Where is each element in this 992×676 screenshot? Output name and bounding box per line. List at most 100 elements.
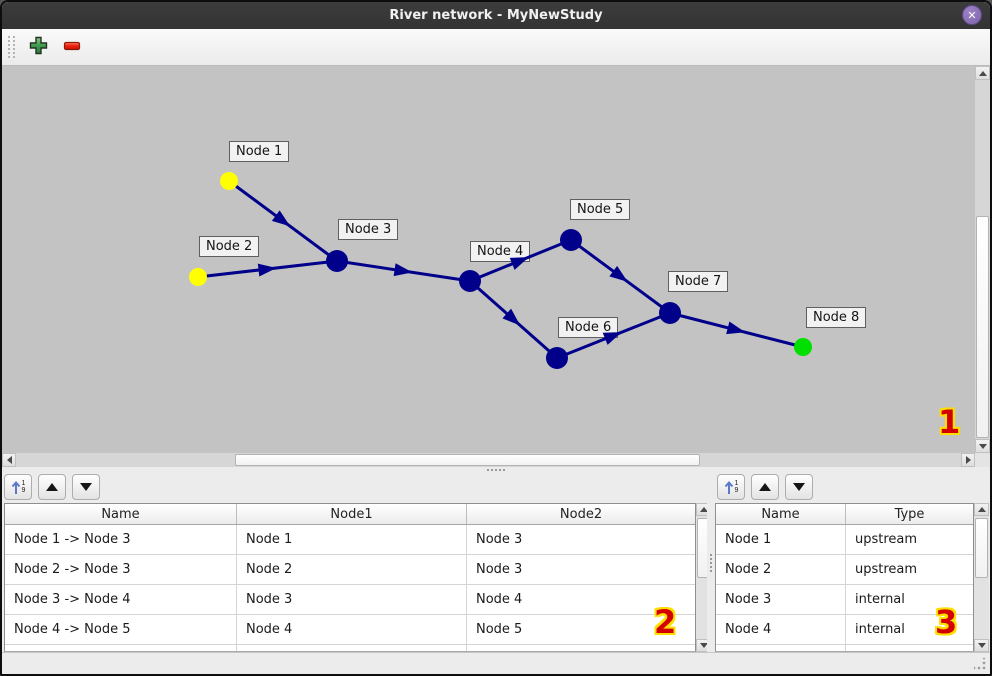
table-cell[interactable]: Node 2 xyxy=(237,555,467,584)
move-up-button[interactable] xyxy=(38,474,66,500)
column-header[interactable]: Type xyxy=(894,506,925,522)
table-cell[interactable] xyxy=(716,645,846,651)
table-row[interactable]: Node 1 upstream xyxy=(716,525,973,555)
node-label[interactable]: Node 3 xyxy=(338,219,399,240)
node-label[interactable]: Node 5 xyxy=(570,199,631,220)
scroll-right-button[interactable] xyxy=(961,453,975,467)
canvas-vertical-scrollbar[interactable] xyxy=(975,66,990,453)
table-cell[interactable] xyxy=(5,645,237,651)
table-row[interactable] xyxy=(716,645,973,651)
table-cell[interactable]: Node 1 xyxy=(237,525,467,554)
scroll-down-button[interactable] xyxy=(974,639,989,652)
table-cell[interactable]: internal xyxy=(855,622,905,637)
node-label[interactable]: Node 1 xyxy=(229,141,290,162)
nodes-table-scrollbar[interactable] xyxy=(974,503,989,652)
up-arrow-icon xyxy=(759,483,771,491)
table-cell[interactable] xyxy=(467,645,695,651)
table-cell[interactable]: Node 2 -> Node 3 xyxy=(5,555,237,584)
node-label[interactable]: Node 7 xyxy=(668,271,729,292)
arrow-up-icon xyxy=(977,507,986,512)
scroll-left-button[interactable] xyxy=(2,453,16,467)
column-header[interactable]: Name xyxy=(5,504,237,524)
splitter-handle-icon xyxy=(710,553,712,572)
horizontal-splitter[interactable] xyxy=(2,467,990,473)
scroll-up-button[interactable] xyxy=(974,503,989,516)
network-node[interactable] xyxy=(220,172,238,190)
table-cell[interactable]: Node 1 xyxy=(716,525,846,554)
node-label[interactable]: Node 8 xyxy=(806,307,867,328)
table-cell[interactable]: Node 3 xyxy=(237,585,467,614)
node-label[interactable]: Node 2 xyxy=(199,236,260,257)
table-cell[interactable]: upstream xyxy=(855,532,918,547)
remove-button[interactable] xyxy=(59,33,85,61)
scrollbar-thumb[interactable] xyxy=(235,454,700,466)
scrollbar-thumb[interactable] xyxy=(975,518,988,578)
network-node[interactable] xyxy=(659,302,681,324)
table-cell[interactable]: Node 2 xyxy=(716,555,846,584)
column-header[interactable]: Node2 xyxy=(559,506,603,522)
column-header[interactable]: Name xyxy=(716,504,846,524)
close-icon[interactable]: ✕ xyxy=(962,5,982,25)
move-up-button[interactable] xyxy=(751,474,779,500)
table-cell[interactable]: Node 3 xyxy=(716,585,846,614)
network-node[interactable] xyxy=(794,338,812,356)
table-cell[interactable]: Node 4 -> Node 5 xyxy=(5,615,237,644)
network-node[interactable] xyxy=(326,250,348,272)
table-row[interactable] xyxy=(5,645,695,651)
network-node[interactable] xyxy=(560,229,582,251)
table-row[interactable]: Node 3 internal xyxy=(716,585,973,615)
network-node[interactable] xyxy=(189,268,207,286)
table-cell[interactable] xyxy=(237,645,467,651)
table-cell[interactable]: Node 3 xyxy=(476,562,523,577)
splitter-handle-icon xyxy=(487,469,505,471)
table-cell[interactable]: upstream xyxy=(855,562,918,577)
table-header: Name Type xyxy=(716,504,973,525)
table-row[interactable]: Node 2 upstream xyxy=(716,555,973,585)
table-cell[interactable] xyxy=(846,645,973,651)
down-arrow-icon xyxy=(793,483,805,491)
table-cell[interactable]: Node 5 xyxy=(476,622,523,637)
status-bar xyxy=(2,652,990,674)
titlebar: River network - MyNewStudy ✕ xyxy=(2,2,990,29)
add-button[interactable] xyxy=(25,33,51,61)
network-canvas[interactable]: Node 1 Node 2 Node 3 Node 4 Node 5 Node 6 Node… xyxy=(2,66,975,453)
window-title: River network - MyNewStudy xyxy=(389,8,603,23)
table-cell[interactable]: Node 3 -> Node 4 xyxy=(5,585,237,614)
arrow-down-icon xyxy=(699,643,708,648)
table-cell[interactable]: internal xyxy=(855,592,905,607)
canvas-horizontal-scrollbar[interactable] xyxy=(2,453,975,467)
table-cell[interactable]: Node 3 xyxy=(476,532,523,547)
table-row[interactable]: Node 4 internal xyxy=(716,615,973,645)
node-label[interactable]: Node 4 xyxy=(470,241,531,262)
node-label[interactable]: Node 6 xyxy=(558,317,619,338)
move-down-button[interactable] xyxy=(785,474,813,500)
network-node[interactable] xyxy=(546,347,568,369)
table-cell[interactable]: Node 4 xyxy=(237,615,467,644)
scrollbar-thumb[interactable] xyxy=(976,216,989,438)
toolbar-drag-handle[interactable] xyxy=(8,36,15,58)
arrow-down-icon xyxy=(978,443,987,449)
scroll-down-button[interactable] xyxy=(975,439,990,453)
table-cell[interactable]: Node 4 xyxy=(476,592,523,607)
arrow-down-icon xyxy=(977,643,986,648)
scroll-up-button[interactable] xyxy=(975,66,990,80)
vertical-splitter[interactable] xyxy=(707,473,715,652)
table-cell[interactable]: Node 1 -> Node 3 xyxy=(5,525,237,554)
network-node[interactable] xyxy=(459,270,481,292)
column-header[interactable]: Node1 xyxy=(237,504,467,524)
move-down-button[interactable] xyxy=(72,474,100,500)
table-cell[interactable]: Node 4 xyxy=(716,615,846,644)
resize-grip-icon[interactable] xyxy=(974,658,986,670)
